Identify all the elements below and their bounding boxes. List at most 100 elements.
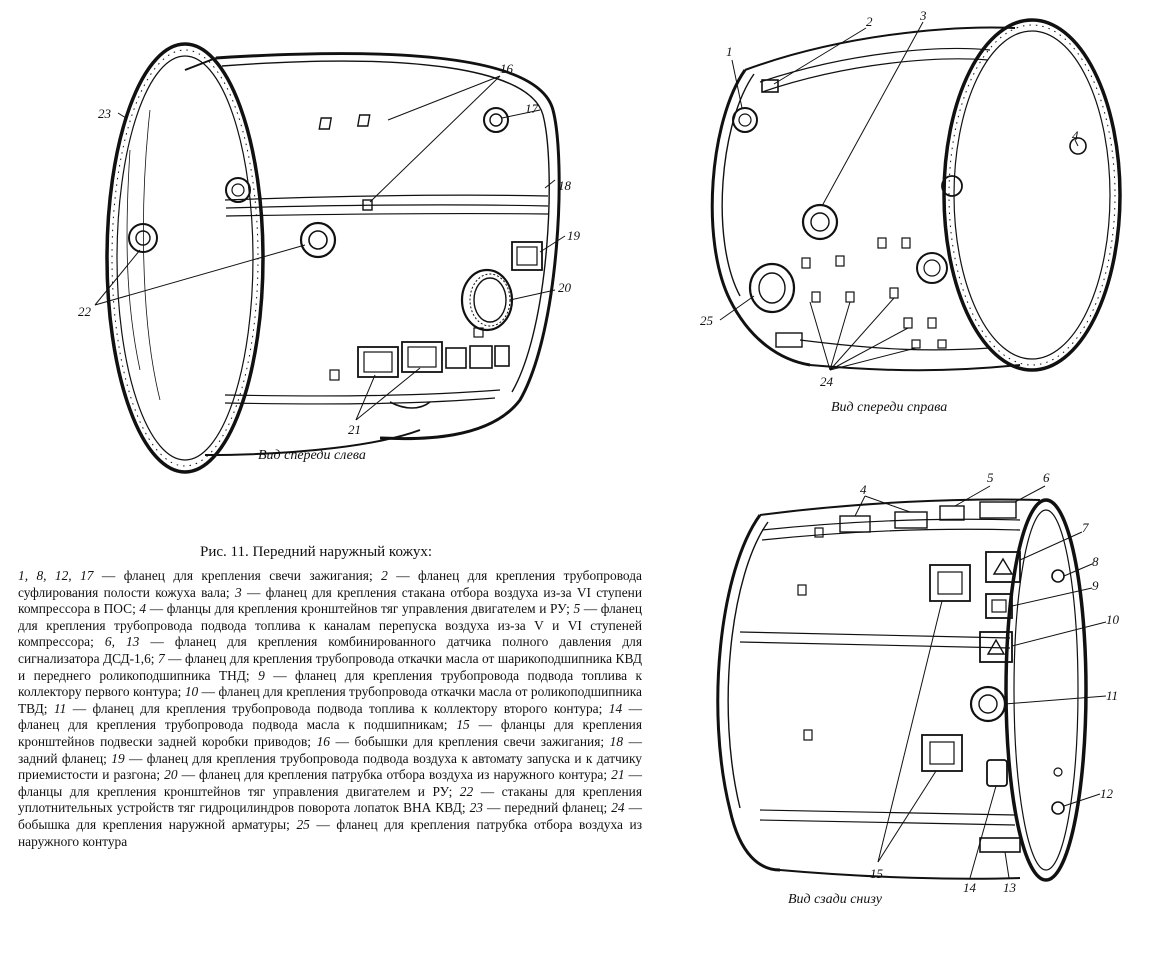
legend-entry-text: — фланец для крепления трубопровода подв…	[18, 700, 642, 733]
legend-entry-text: — фланец для крепления трубопровода подв…	[66, 700, 609, 716]
callout-9: 9	[1092, 578, 1099, 593]
legend-entry-text: — передний фланец;	[482, 800, 612, 816]
callout-12: 12	[1100, 786, 1114, 801]
legend-entry-number: 25	[296, 816, 310, 832]
drawing-front-left: 16 17 23 18 19 20 22 21	[78, 42, 581, 474]
callout-15: 15	[870, 866, 884, 881]
legend-entry-number: 9	[258, 667, 265, 683]
legend-entry-text: — фланец для крепления патрубка отбора в…	[18, 816, 642, 849]
rear-flange-ring	[1004, 498, 1088, 882]
caption-rear-bottom: Вид сзади снизу	[788, 892, 882, 907]
figure-rear-bottom-view: 4 5 6 7 8 9 10 11 12 13 14 15	[700, 460, 1156, 910]
legend-entry-number: 5	[573, 601, 581, 617]
legend-entry-number: 22	[459, 783, 474, 799]
legend-entry: 23 — передний фланец;	[470, 800, 612, 815]
callout-10: 10	[1106, 612, 1120, 627]
legend-entry-number: 1, 8, 12, 17	[18, 568, 94, 583]
legend-entry-number: 16	[316, 733, 330, 749]
callout-13: 13	[1003, 880, 1017, 895]
legend-entry-number: 2	[381, 568, 388, 583]
callout-18: 18	[558, 178, 572, 193]
legend-entry-number: 24	[611, 800, 625, 816]
figure-front-left-view: 16 17 23 18 19 20 22 21	[0, 0, 640, 474]
callout-24: 24	[820, 374, 834, 389]
callout-2: 2	[866, 14, 873, 29]
front-flange-ring	[105, 42, 265, 474]
callout-5: 5	[987, 470, 994, 485]
legend-entry-text: — фланец для крепления трубопровода подв…	[18, 601, 642, 650]
figure-title: Рис. 11. Передний наружный кожух:	[200, 544, 433, 560]
legend-entry: 9 — фланец для крепления трубопровода по…	[18, 668, 642, 700]
legend-body: 1, 8, 12, 17 — фланец для крепления свеч…	[18, 568, 642, 850]
legend-entry-number: 10	[184, 684, 199, 700]
legend-entry-number: 21	[611, 767, 625, 783]
legend-entry: 15 — фланцы для крепления кронштейнов по…	[18, 717, 642, 749]
callout-4-rear: 4	[860, 482, 867, 497]
callout-4: 4	[1072, 128, 1079, 143]
legend-entry: 20 — фланец для крепления патрубка отбор…	[164, 767, 611, 782]
legend-entry: 11 — фланец для крепления трубопровода п…	[54, 701, 609, 716]
figure-legend: 1, 8, 12, 17 — фланец для крепления свеч…	[18, 568, 642, 850]
legend-entry-text: — фланец для крепления стакана отбора во…	[18, 584, 642, 617]
legend-entry-number: 3	[234, 584, 242, 600]
legend-entry: 7 — фланец для крепления трубопровода от…	[18, 651, 642, 683]
legend-entry: 16 — бобышки для крепления свечи зажиган…	[317, 734, 610, 749]
front-flange-ring-right	[942, 18, 1122, 372]
legend-entry-number: 20	[164, 767, 178, 783]
callout-19: 19	[567, 228, 581, 243]
legend-entry-number: 11	[53, 700, 67, 716]
legend-entry: 2 — фланец для крепления трубопровода су…	[18, 568, 642, 600]
legend-entry-text: — фланец для крепления трубопровода суфл…	[18, 568, 642, 600]
callout-20: 20	[558, 280, 572, 295]
legend-entry-text: — фланец для крепления свечи зажигания;	[93, 568, 382, 583]
legend-entry: 1, 8, 12, 17 — фланец для крепления свеч…	[18, 568, 381, 583]
callout-17: 17	[525, 101, 539, 116]
legend-entry: 10 — фланец для крепления трубопровода о…	[18, 684, 642, 716]
legend-entry: 25 — фланец для крепления патрубка отбор…	[18, 817, 642, 849]
legend-entry-text: — фланец для крепления трубопровода подв…	[18, 667, 642, 700]
caption-front-right: Вид спереди справа	[831, 400, 948, 415]
callout-25: 25	[700, 313, 714, 328]
legend-entry-number: 15	[456, 717, 470, 733]
legend-entry: 22 — стаканы для крепления уплотнительны…	[18, 784, 642, 816]
legend-entry-text: — фланцы для крепления кронштейнов подве…	[18, 717, 642, 749]
callout-8: 8	[1092, 554, 1099, 569]
drawing-front-right: 1 2 3 4 25 24	[700, 8, 1122, 389]
legend-entry-number: 6, 13	[104, 634, 140, 650]
legend-entry-text: — фланец для крепления трубопровода отка…	[18, 650, 642, 683]
callout-1: 1	[726, 44, 733, 59]
legend-entry-number: 19	[111, 750, 125, 766]
legend-entry: 19 — фланец для крепления трубопровода п…	[18, 751, 642, 783]
callout-14: 14	[963, 880, 977, 895]
legend-entry-text: — бобышка для крепления наружной арматур…	[18, 800, 642, 832]
legend-entry-text: — фланец для крепления комбинированного …	[18, 634, 643, 666]
legend-entry-text: — стаканы для крепления уплотнительных у…	[18, 783, 642, 816]
callout-16: 16	[500, 61, 514, 76]
legend-entry: 21 — фланцы для крепления кронштейнов тя…	[18, 767, 642, 799]
legend-entry-number: 4	[139, 601, 147, 617]
legend-entry: 14 — фланец для крепления трубопровода п…	[18, 701, 642, 733]
drawing-rear-bottom: 4 5 6 7 8 9 10 11 12 13 14 15	[716, 470, 1120, 895]
legend-entry-text: — бобышки для крепления свечи зажигания;	[329, 733, 610, 749]
legend-entry-text: — фланец для крепления трубопровода отка…	[18, 684, 642, 716]
legend-entry: 18 — задний фланец;	[18, 734, 642, 766]
legend-entry: 3 — фланец для крепления стакана отбора …	[18, 585, 642, 617]
legend-entry-text: — фланцы для крепления кронштейнов тяг у…	[146, 601, 574, 617]
callout-22: 22	[78, 304, 92, 319]
legend-entry-number: 23	[469, 800, 483, 816]
legend-entry: 24 — бобышка для крепления наружной арма…	[18, 800, 642, 832]
legend-entry: 5 — фланец для крепления трубопровода по…	[18, 601, 642, 649]
callout-11: 11	[1106, 688, 1118, 703]
legend-entry: 6, 13 — фланец для крепления комбинирова…	[18, 634, 642, 666]
legend-entry-number: 14	[608, 700, 623, 716]
callout-3: 3	[919, 8, 927, 23]
legend-entry-text: — фланец для крепления патрубка отбора в…	[177, 767, 612, 783]
legend-entry-number: 7	[157, 650, 165, 666]
legend-entry: 4 — фланцы для крепления кронштейнов тяг…	[139, 601, 573, 616]
legend-entry-number: 18	[609, 733, 624, 749]
legend-entry-text: — фланцы для крепления кронштейнов тяг у…	[18, 767, 642, 799]
callout-21: 21	[348, 422, 361, 437]
caption-front-left: Вид спереди слева	[258, 448, 366, 463]
figure-front-right-view: 1 2 3 4 25 24	[690, 0, 1156, 420]
callout-6: 6	[1043, 470, 1050, 485]
